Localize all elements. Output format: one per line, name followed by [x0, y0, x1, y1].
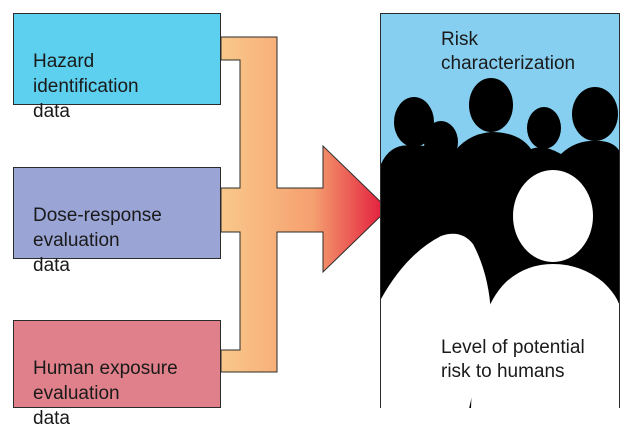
flow-arrow: [220, 36, 389, 373]
left-figure-silhouette: [381, 233, 491, 408]
merge-arrow-shape: [220, 36, 389, 373]
dose-response-label: Dose-response evaluation data: [33, 205, 162, 276]
dose-response-box: Dose-response evaluation data: [13, 167, 221, 276]
risk-characterization-title: Risk characterization: [441, 29, 576, 74]
human-exposure-box: Human exposure evaluation data: [13, 320, 221, 429]
hazard-identification-label: Hazard identification data: [33, 51, 139, 122]
risk-characterization-panel: Risk characterization Level of potential…: [380, 13, 620, 408]
front-head-silhouette: [513, 170, 593, 262]
head-silhouette: [572, 87, 618, 141]
people-silhouette-illustration: [381, 14, 619, 408]
risk-level-text: Level of potential risk to humans: [441, 337, 585, 382]
head-silhouette: [469, 78, 513, 132]
head-silhouette: [527, 107, 561, 149]
human-exposure-label: Human exposure evaluation data: [33, 358, 178, 429]
front-body-silhouette: [471, 264, 619, 408]
head-silhouette: [394, 97, 434, 147]
hazard-identification-box: Hazard identification data: [13, 13, 221, 122]
foreground-figures: [381, 170, 619, 408]
